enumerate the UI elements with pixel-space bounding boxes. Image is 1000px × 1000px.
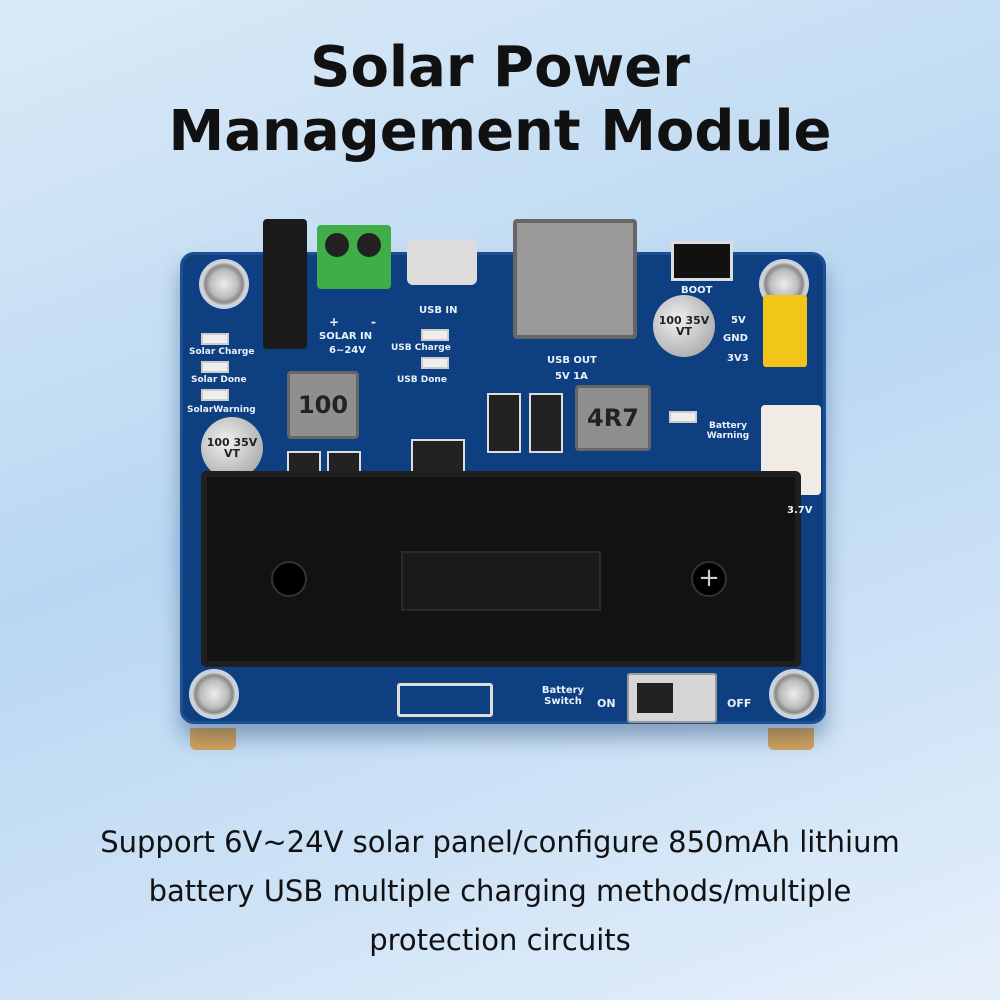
solar-done-label: Solar Done xyxy=(191,375,247,385)
solar-charge-led xyxy=(201,333,229,345)
capacitor: 100 35V VT xyxy=(653,295,715,357)
battery-voltage-label: 3.7V xyxy=(787,505,813,516)
battery-switch[interactable] xyxy=(627,673,717,723)
usb-in-label: USB IN xyxy=(419,305,458,316)
screw xyxy=(199,259,249,309)
battery-holder: + xyxy=(201,471,801,667)
mosfet xyxy=(529,393,563,453)
dc-jack[interactable] xyxy=(263,219,307,349)
standoff xyxy=(190,728,236,750)
boot-button[interactable] xyxy=(671,241,733,281)
battery-switch-label: Battery Switch xyxy=(541,685,585,707)
mosfet xyxy=(487,393,521,453)
usb-done-label: USB Done xyxy=(397,375,447,385)
usb-in-port[interactable] xyxy=(407,239,477,285)
solar-range-label: 6~24V xyxy=(329,345,366,356)
usb-out-port[interactable] xyxy=(513,219,637,339)
battery-level-leds xyxy=(397,683,493,717)
caption-line-3: protection circuits xyxy=(369,923,631,957)
solar-done-led xyxy=(201,361,229,373)
switch-off-label: OFF xyxy=(727,697,752,710)
pin-5v-label: 5V xyxy=(731,315,746,326)
usb-charge-led xyxy=(421,329,449,341)
screw xyxy=(189,669,239,719)
switch-knob[interactable] xyxy=(637,683,673,713)
minus-label: - xyxy=(371,315,376,329)
inductor-100: 100 xyxy=(287,371,359,439)
title-line-1: Solar Power xyxy=(310,35,690,100)
solar-warning-led xyxy=(201,389,229,401)
switch-on-label: ON xyxy=(597,697,616,710)
title-line-2: Management Module xyxy=(168,99,832,164)
standoff xyxy=(768,728,814,750)
solar-charge-label: Solar Charge xyxy=(189,347,255,357)
plus-label: + xyxy=(329,315,340,329)
terminal-screw[interactable] xyxy=(357,233,381,257)
solar-warning-label: SolarWarning xyxy=(187,405,256,415)
usb-charge-label: USB Charge xyxy=(391,343,451,353)
caption-line-1: Support 6V~24V solar panel/configure 850… xyxy=(100,825,900,859)
usb-done-led xyxy=(421,357,449,369)
capacitor: 100 35V VT xyxy=(201,417,263,479)
screw xyxy=(769,669,819,719)
battery-minus-contact xyxy=(271,561,307,597)
caption-line-2: battery USB multiple charging methods/mu… xyxy=(148,874,852,908)
pin-gnd-label: GND xyxy=(723,333,748,344)
battery-plus-contact-icon: + xyxy=(691,561,727,597)
caption: Support 6V~24V solar panel/configure 850… xyxy=(0,818,1000,965)
pin-3v3-label: 3V3 xyxy=(727,353,749,364)
solar-terminal-block[interactable] xyxy=(317,225,391,289)
inductor-4r7: 4R7 xyxy=(575,385,651,451)
voltage-jumper[interactable] xyxy=(763,295,807,367)
battery-warning-label: Battery Warning xyxy=(706,421,750,441)
pcb-board: + - SOLAR IN 6~24V USB IN USB Charge USB… xyxy=(180,219,826,724)
terminal-screw[interactable] xyxy=(325,233,349,257)
usb-out-rating: 5V 1A xyxy=(555,371,588,382)
battery-warning-led xyxy=(669,411,697,423)
battery-slot xyxy=(401,551,601,611)
solar-in-label: SOLAR IN xyxy=(319,331,373,342)
boot-label: BOOT xyxy=(681,285,713,296)
usb-out-label: USB OUT xyxy=(547,355,597,366)
